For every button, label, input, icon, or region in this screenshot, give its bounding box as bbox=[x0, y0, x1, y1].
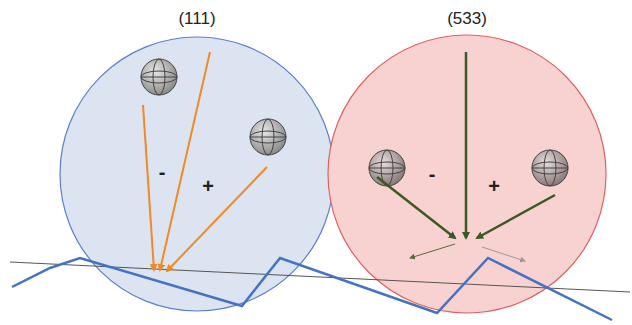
circle-outline bbox=[326, 2, 608, 314]
incident-arrows-533 bbox=[377, 52, 555, 238]
plane-label: (533) bbox=[447, 10, 487, 27]
scattered-arrows bbox=[410, 244, 525, 261]
charge-sign: + bbox=[488, 176, 500, 196]
plane-label: (111) bbox=[178, 10, 215, 27]
region-circle: (533) - + bbox=[326, 2, 608, 314]
incident-arrows-111 bbox=[143, 52, 267, 271]
charge-sign: + bbox=[202, 176, 214, 196]
charge-sign: - bbox=[429, 164, 436, 184]
surface-lines bbox=[10, 258, 630, 320]
charge-sign: - bbox=[159, 162, 166, 182]
region-circle: (111) - + bbox=[58, 2, 336, 314]
atom-spheres bbox=[141, 59, 568, 186]
circle-outline bbox=[58, 2, 336, 314]
